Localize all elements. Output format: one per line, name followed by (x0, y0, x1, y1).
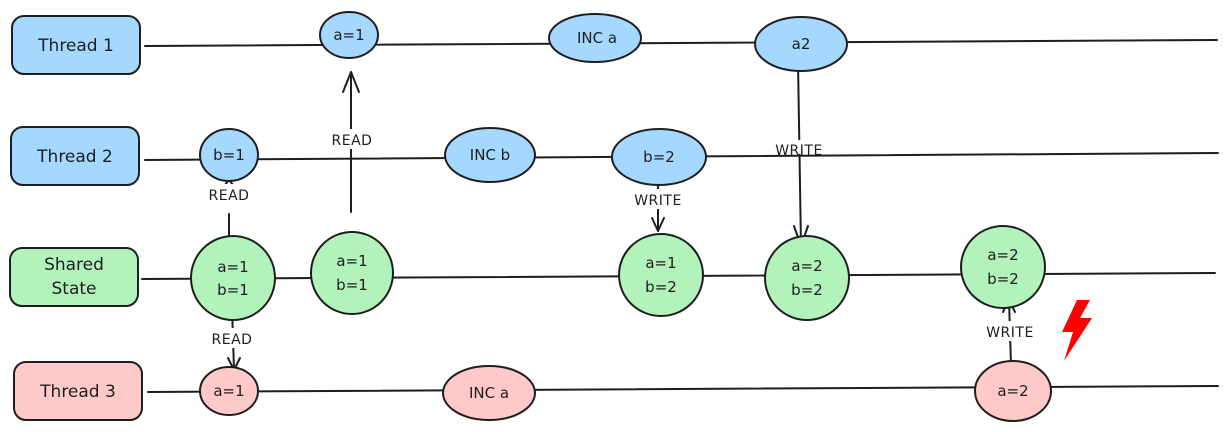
node-shape (548, 13, 642, 63)
node-shared-3: a=1 b=2 (618, 233, 704, 317)
node-label-line1: a=1 (645, 254, 676, 272)
node-label-line1: a=2 (987, 246, 1018, 264)
node-label: a2 (792, 35, 811, 53)
edge-label: READ (209, 188, 250, 204)
edge-write-thread1-to-shared: WRITE (762, 61, 836, 247)
edge-label-bg (321, 129, 383, 149)
lane-label-thread1: Thread 1 (11, 15, 141, 75)
node-label-line1: a=1 (217, 258, 248, 276)
timelines (141, 39, 1219, 393)
edge-label-bg (198, 184, 260, 204)
node-shape (611, 128, 707, 186)
edge-read-shared-to-thread2: READ (198, 179, 260, 237)
lane-label-text-line2: State (52, 279, 97, 299)
node-label: INC a (577, 29, 617, 47)
node-shape (310, 231, 394, 315)
lane-box (10, 126, 140, 186)
node-shape (974, 360, 1052, 422)
node-shape (754, 16, 848, 72)
edge-label: WRITE (986, 325, 1034, 341)
lane-label-shared: Shared State (9, 247, 139, 307)
node-shared-5: a=2 b=2 (960, 225, 1046, 309)
edge-label: WRITE (775, 143, 823, 159)
node-label: a=1 (213, 382, 244, 400)
node-shape (444, 127, 536, 183)
node-t2-b1: b=1 (199, 128, 259, 182)
node-shared-1: a=1 b=1 (190, 235, 276, 321)
lane-label-text: Thread 2 (36, 147, 113, 167)
node-shared-2: a=1 b=1 (310, 231, 394, 315)
lightning-bolt-icon (1062, 300, 1092, 361)
timeline-thread1 (144, 39, 1218, 47)
node-t3-a1: a=1 (199, 366, 259, 416)
node-label-line2: b=2 (645, 278, 677, 296)
node-label: a=1 (333, 26, 364, 44)
node-shape (442, 365, 536, 421)
node-label: b=1 (213, 146, 245, 164)
arrow-head-icon (651, 217, 665, 232)
node-shape (319, 11, 379, 59)
edge-label-bg (762, 140, 836, 154)
edge-read-shared-to-thread1: READ (321, 71, 383, 213)
node-t2-inc-b: INC b (444, 127, 536, 183)
timeline-thread3 (147, 385, 1219, 393)
node-shape (960, 225, 1046, 309)
node-shape (764, 235, 850, 321)
edges: READ READ WRITE WRITE READ (198, 61, 1048, 371)
node-t1-a1: a=1 (319, 11, 379, 59)
edge-label-bg (201, 328, 263, 348)
node-label: INC a (469, 384, 509, 402)
node-label-line1: a=2 (791, 257, 822, 275)
edge-label-bg (972, 321, 1048, 341)
lane-label-thread2: Thread 2 (10, 126, 140, 186)
node-t1-a2: a2 (754, 16, 848, 72)
edge-write-thread2-to-shared: WRITE (620, 169, 696, 232)
arrow-head-icon (342, 71, 360, 93)
lane-box (13, 361, 143, 421)
node-label: b=2 (643, 148, 675, 166)
lane-label-thread3: Thread 3 (13, 361, 143, 421)
node-shape (199, 366, 259, 416)
node-label-line2: b=2 (791, 281, 823, 299)
edge-label: READ (332, 133, 373, 149)
lane-box (11, 15, 141, 75)
node-shape (199, 128, 259, 182)
node-label-line2: b=1 (336, 276, 368, 294)
node-label: INC b (470, 146, 510, 164)
node-shape (618, 233, 704, 317)
node-label-line2: b=1 (217, 281, 249, 299)
node-shape (190, 235, 276, 321)
node-shared-4: a=2 b=2 (764, 235, 850, 321)
edge-label-bg (620, 189, 696, 209)
lane-label-text: Thread 1 (37, 36, 114, 56)
edge-label: READ (212, 332, 253, 348)
node-t3-a2: a=2 (974, 360, 1052, 422)
lane-label-text-line1: Shared (44, 255, 104, 275)
node-t1-inc-a: INC a (548, 13, 642, 63)
lane-box (9, 247, 139, 307)
node-label-line1: a=1 (336, 252, 367, 270)
edge-label: WRITE (634, 193, 682, 209)
node-label: a=2 (997, 382, 1028, 400)
lane-label-text: Thread 3 (39, 382, 116, 402)
node-t2-b2: b=2 (611, 128, 707, 186)
node-t3-inc-a: INC a (442, 365, 536, 421)
node-label-line2: b=2 (987, 270, 1019, 288)
edge-write-thread3-to-shared: WRITE (972, 299, 1048, 366)
